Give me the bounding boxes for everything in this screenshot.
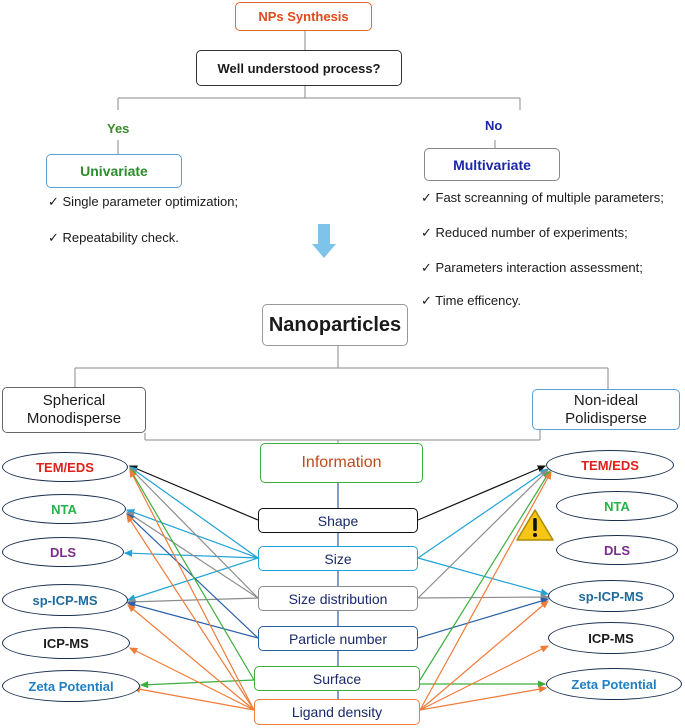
info-ligand-density: Ligand density (254, 699, 420, 725)
right-zeta-potential: Zeta Potential (546, 668, 682, 700)
right-dls: DLS (556, 535, 678, 565)
left-zeta-potential: Zeta Potential (2, 670, 140, 702)
information-box: Information (260, 443, 423, 483)
spherical-monodisperse-label: Spherical Monodisperse (26, 392, 122, 427)
univariate-box: Univariate (46, 154, 182, 188)
check-icon: ✓ (421, 293, 436, 308)
info-size-distribution: Size distribution (258, 586, 418, 611)
info-shape: Shape (258, 508, 418, 533)
no-label: No (485, 118, 503, 133)
nanoparticles-box: Nanoparticles (262, 304, 408, 346)
right-nta: NTA (556, 491, 678, 521)
nanoparticles-label: Nanoparticles (268, 313, 402, 336)
multivariate-point: ✓ Fast screanning of multiple parameters… (421, 190, 664, 205)
down-arrow-icon (312, 224, 336, 258)
multivariate-point: ✓ Time efficency. (421, 293, 522, 308)
left-tem-eds: TEM/EDS (2, 452, 128, 482)
info-surface: Surface (254, 666, 420, 691)
check-icon: ✓ (421, 260, 436, 275)
question-box: Well understood process? (196, 50, 402, 86)
question-label: Well understood process? (217, 60, 381, 76)
left-icp-ms: ICP-MS (2, 627, 130, 659)
warning-icon (516, 509, 554, 541)
synthesis-box: NPs Synthesis (235, 2, 372, 31)
check-icon: ✓ (48, 194, 63, 209)
right-tem-eds: TEM/EDS (546, 450, 674, 480)
univariate-point: ✓ Repeatability check. (48, 230, 179, 245)
left-dls: DLS (2, 537, 124, 567)
left-sp-icp-ms: sp-ICP-MS (2, 584, 128, 616)
nonideal-polidisperse-box: Non-ideal Polidisperse (532, 389, 680, 430)
info-particle-number: Particle number (258, 626, 418, 651)
information-label: Information (301, 454, 382, 471)
univariate-point: ✓ Single parameter optimization; (48, 194, 239, 209)
multivariate-box: Multivariate (424, 148, 560, 181)
multivariate-point: ✓ Reduced number of experiments; (421, 225, 628, 240)
spherical-monodisperse-box: Spherical Monodisperse (2, 387, 146, 433)
synthesis-label: NPs Synthesis (258, 9, 349, 24)
multivariate-label: Multivariate (453, 156, 531, 173)
info-size: Size (258, 546, 418, 571)
check-icon: ✓ (421, 225, 436, 240)
right-icp-ms: ICP-MS (548, 622, 674, 654)
yes-label: Yes (107, 121, 130, 136)
left-nta: NTA (2, 494, 126, 524)
right-sp-icp-ms: sp-ICP-MS (548, 580, 674, 612)
nonideal-polidisperse-label: Non-ideal Polidisperse (565, 391, 647, 427)
multivariate-point: ✓ Parameters interaction assessment; (421, 260, 643, 275)
check-icon: ✓ (48, 230, 63, 245)
univariate-label: Univariate (80, 163, 148, 179)
check-icon: ✓ (421, 190, 436, 205)
